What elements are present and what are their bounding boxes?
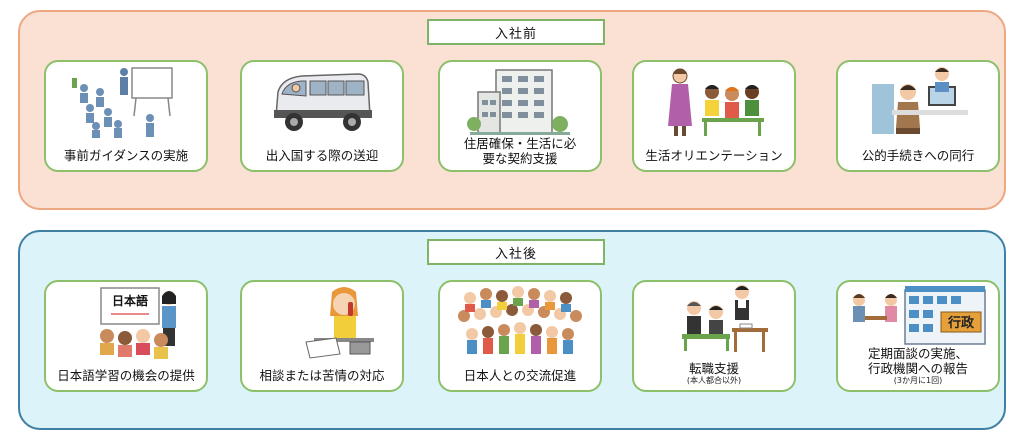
card-post-japanese-study: 日本語 日本語学習の機会の提供 [44, 280, 208, 392]
card-post-job-change-note: (本人都合以外) [686, 376, 742, 385]
card-pre-guidance-label: 事前ガイダンスの実施 [63, 148, 189, 163]
office-sign-text: 行政 [947, 315, 975, 331]
card-post-regular-interview: 行政 定期面談の実施、 行政機関への報告 (3か月に1回) [836, 280, 1000, 392]
pre-employment-title: 入社前 [427, 19, 605, 45]
card-post-regular-interview-label-line1: 定期面談の実施、 [867, 346, 968, 361]
job-interview-illustration [634, 282, 794, 362]
public-office-counter-illustration [838, 62, 998, 142]
card-post-regular-interview-label-line2: 行政機関への報告 [867, 361, 968, 376]
card-pre-guidance: 事前ガイダンスの実施 [44, 60, 208, 172]
card-pre-housing-label-line1: 住居確保・生活に必 [463, 136, 577, 151]
card-pre-transport: 出入国する際の送迎 [240, 60, 404, 172]
pre-employment-section: 入社前 事前ガイダンスの実施 [18, 10, 1006, 210]
card-post-consultation: 相談または苦情の対応 [240, 280, 404, 392]
phone-consultation-illustration [242, 282, 402, 362]
card-post-exchange-label: 日本人との交流促進 [463, 368, 577, 383]
card-post-job-change: 転職支援 (本人都合以外) [632, 280, 796, 392]
card-pre-procedures: 公的手続きへの同行 [836, 60, 1000, 172]
card-pre-housing-label-line2: 要な契約支援 [482, 151, 558, 166]
card-post-exchange: 日本人との交流促進 [438, 280, 602, 392]
card-post-job-change-label-main: 転職支援 [688, 361, 739, 376]
card-post-regular-interview-label: 定期面談の実施、 行政機関への報告 (3か月に1回) [838, 346, 998, 386]
guidance-seminar-illustration [46, 62, 206, 142]
card-pre-housing: 住居確保・生活に必 要な契約支援 [438, 60, 602, 172]
card-pre-procedures-label: 公的手続きへの同行 [861, 148, 975, 163]
card-post-consultation-label: 相談または苦情の対応 [259, 368, 385, 383]
orientation-illustration [634, 62, 794, 142]
japanese-class-illustration: 日本語 [46, 282, 206, 362]
whiteboard-text: 日本語 [112, 293, 148, 308]
card-pre-transport-label: 出入国する際の送迎 [265, 148, 379, 163]
apartment-building-illustration [440, 62, 600, 142]
card-pre-housing-label: 住居確保・生活に必 要な契約支援 [440, 136, 600, 166]
card-pre-orientation-label: 生活オリエンテーション [645, 148, 783, 163]
card-post-japanese-study-label: 日本語学習の機会の提供 [57, 368, 195, 383]
card-post-regular-interview-note: (3か月に1回) [893, 376, 943, 385]
post-employment-section: 入社後 日本語 日本語学習の機会の提供 [18, 230, 1006, 430]
administration-office-illustration: 行政 [838, 282, 998, 362]
card-pre-orientation: 生活オリエンテーション [632, 60, 796, 172]
van-illustration [242, 62, 402, 142]
card-post-job-change-label: 転職支援 (本人都合以外) [634, 361, 794, 386]
post-employment-title: 入社後 [427, 239, 605, 265]
crowd-illustration [440, 282, 600, 362]
